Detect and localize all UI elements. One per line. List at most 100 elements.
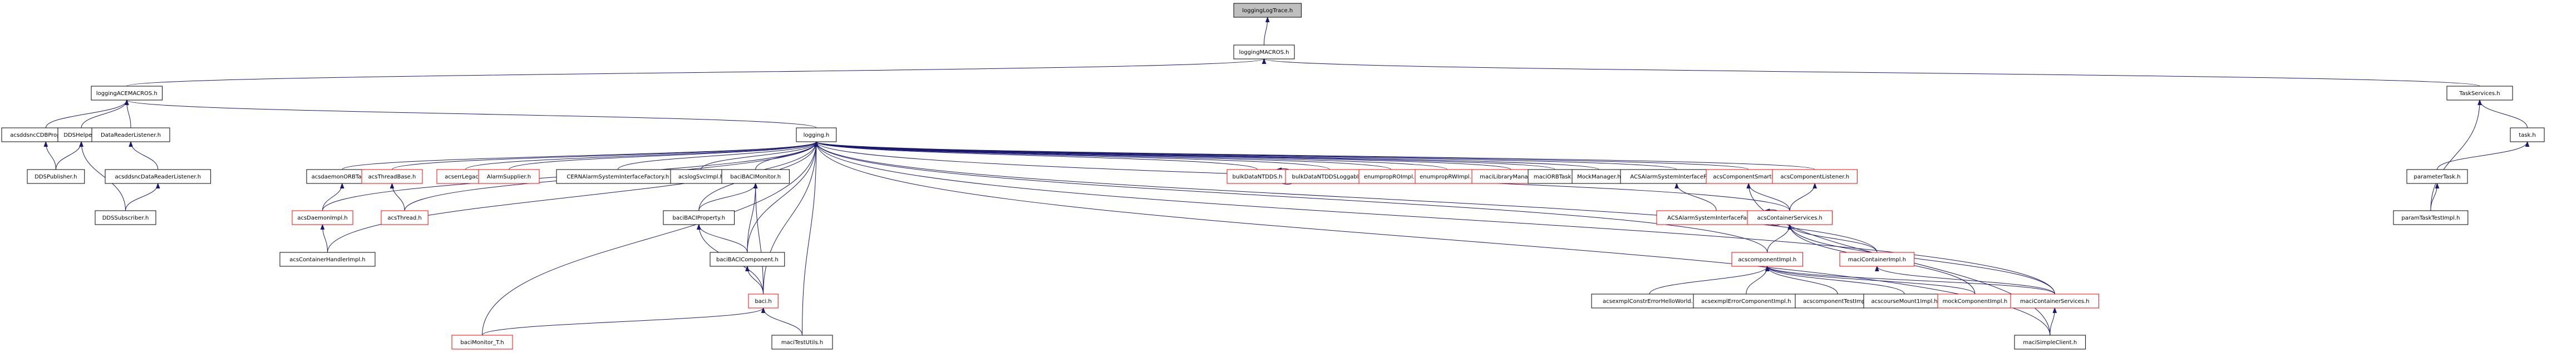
arrowhead-icon <box>155 182 160 188</box>
edge-logging-acemacros-to-logging-macros <box>126 58 1267 87</box>
arrowhead-icon <box>320 223 325 230</box>
node-label: DDSHelper.h <box>63 132 98 138</box>
node-box <box>2446 86 2513 101</box>
node-label: acscomponentTestImpl.h <box>1803 299 1872 305</box>
node-label: maciContainerServices.h <box>2020 299 2090 305</box>
node-acslog-svc-impl[interactable]: acslogSvcImpl.h <box>670 169 732 184</box>
edge-baci-to-baci-baci-monitor <box>753 182 764 295</box>
edge-line <box>816 141 1555 170</box>
node-label: acsddsncCDBProperties.h <box>10 132 81 138</box>
edge-maci-library-manager-to-logging <box>814 141 1511 170</box>
edge-line <box>1767 266 1905 295</box>
node-label: acsContainerHandlerImpl.h <box>289 257 365 263</box>
node-cern-alarm-system-interface-factory[interactable]: CERNAlarmSystemInterfaceFactory.h <box>556 169 680 184</box>
node-data-reader-listener[interactable]: DataReaderListener.h <box>91 127 170 142</box>
node-task-services[interactable]: TaskServices.h <box>2446 86 2513 101</box>
node-label: logging.h <box>804 132 830 138</box>
node-maci-container-services[interactable]: maciContainerServices.h <box>2010 294 2100 309</box>
node-box <box>2010 294 2100 309</box>
node-bulk-data-ntdds[interactable]: bulkDataNTDDS.h <box>1227 169 1288 184</box>
node-mock-manager[interactable]: MockManager.h <box>1572 169 1627 184</box>
edge-line <box>755 141 817 170</box>
node-acs-thread-base[interactable]: acsThreadBase.h <box>361 169 423 184</box>
edge-line <box>698 183 756 211</box>
node-box <box>1358 169 1424 184</box>
node-alarm-supplier[interactable]: AlarmSupplier.h <box>478 169 540 184</box>
node-label: acsexmplErrorComponentImpl.h <box>1701 299 1791 305</box>
edge-line <box>1767 224 1790 253</box>
node-enumprop-rw-impl[interactable]: enumpropRWImpl.h <box>1415 169 1480 184</box>
node-box <box>748 294 779 309</box>
node-logging-macros[interactable]: loggingMACROS.h <box>1233 44 1295 59</box>
node-task[interactable]: task.h <box>2510 127 2545 142</box>
edge-line <box>392 141 817 170</box>
node-mock-component-impl[interactable]: mockComponentImpl.h <box>1937 294 2013 309</box>
node-dds-publisher[interactable]: DDSPublisher.h <box>27 169 85 184</box>
node-label: acserrLegacy.h <box>445 174 486 180</box>
node-box <box>556 169 680 184</box>
edge-line <box>327 141 817 253</box>
edge-line <box>747 141 817 253</box>
node-acs-thread[interactable]: acsThread.h <box>381 210 428 225</box>
node-acsexmpl-constr-error-hello-world[interactable]: acsexmplConstrErrorHelloWorld.h <box>1591 294 1708 309</box>
arrowhead-icon <box>124 99 129 105</box>
edge-line <box>1789 224 1878 253</box>
node-box <box>381 210 428 225</box>
node-acs-daemon-impl[interactable]: acsDaemonImpl.h <box>292 210 353 225</box>
edge-line <box>763 307 802 336</box>
node-box <box>771 335 833 350</box>
node-logging[interactable]: logging.h <box>796 127 837 142</box>
edge-baci-baci-component-to-logging <box>747 141 819 253</box>
node-param-task-test-impl[interactable]: paramTaskTestImpl.h <box>2393 210 2469 225</box>
node-maci-container-impl[interactable]: maciContainerImpl.h <box>1839 252 1915 267</box>
node-acs-container-handler-impl[interactable]: acsContainerHandlerImpl.h <box>279 252 376 267</box>
node-label: acsdaemonORBTask.h <box>312 174 373 180</box>
edge-line <box>465 141 817 170</box>
edge-line <box>816 141 1258 170</box>
node-label: maciLibraryManager.h <box>1480 174 1542 180</box>
node-box <box>721 169 790 184</box>
node-baci-monitor-t[interactable]: baciMonitor_T.h <box>451 335 513 350</box>
node-box <box>1415 169 1480 184</box>
node-label: AlarmSupplier.h <box>487 174 531 180</box>
node-box <box>292 210 353 225</box>
arrowhead-icon <box>390 182 395 188</box>
node-box <box>1863 294 1945 309</box>
node-acs-container-services[interactable]: acsContainerServices.h <box>1747 210 1833 225</box>
node-label: DDSSubscriber.h <box>102 215 149 221</box>
node-baci-baci-component[interactable]: baciBACIComponent.h <box>710 252 785 267</box>
arrowhead-icon <box>43 141 48 147</box>
edge-line <box>2437 141 2528 170</box>
node-baci-baci-monitor[interactable]: baciBACIMonitor.h <box>721 169 790 184</box>
edge-acs-container-services-to-acs-component-smart-ptr <box>1746 182 1790 211</box>
node-acscomponent-impl[interactable]: acscomponentImpl.h <box>1731 252 1804 267</box>
arrowhead-icon <box>2525 141 2530 147</box>
node-acsddsnc-data-reader-listener[interactable]: acsddsncDataReaderListener.h <box>105 169 211 184</box>
node-label: acscomponentImpl.h <box>1738 257 1796 263</box>
edge-line <box>816 141 1815 170</box>
node-label: maciTestUtils.h <box>781 340 823 346</box>
node-baci[interactable]: baci.h <box>748 294 779 309</box>
node-baci-baci-property[interactable]: baciBACIProperty.h <box>663 210 735 225</box>
node-label: ACSAlarmSystemInterfaceFactory.h <box>1667 215 1765 221</box>
node-acs-component-listener[interactable]: acsComponentListener.h <box>1772 169 1858 184</box>
node-acscourse-mount1-impl[interactable]: acscourseMount1Impl.h <box>1863 294 1945 309</box>
node-box <box>1227 169 1288 184</box>
edge-maci-orb-task-to-logging <box>814 141 1555 170</box>
node-maci-simple-client[interactable]: maciSimpleClient.h <box>2014 335 2086 350</box>
node-logging-acemacros[interactable]: loggingACEMACROS.h <box>91 86 163 101</box>
node-label: mockComponentImpl.h <box>1943 299 2008 305</box>
node-acsexmpl-error-component-impl[interactable]: acsexmplErrorComponentImpl.h <box>1693 294 1800 309</box>
node-label: paramTaskTestImpl.h <box>2401 215 2460 221</box>
edge-dds-helper-to-logging-acemacros <box>81 99 129 128</box>
edge-acs-component-listener-to-logging <box>814 141 1815 170</box>
node-dds-subscriber[interactable]: DDSSubscriber.h <box>95 210 156 225</box>
edge-acsddsnc-cdb-properties-to-logging-acemacros <box>45 99 129 128</box>
node-parameter-task[interactable]: parameterTask.h <box>2406 169 2468 184</box>
edge-line <box>816 141 1330 170</box>
edge-acs-alarm-system-interface-proxy-to-logging <box>814 141 1677 170</box>
node-label: acsexmplConstrErrorHelloWorld.h <box>1603 299 1696 305</box>
node-enumprop-ro-impl[interactable]: enumpropROImpl.h <box>1358 169 1424 184</box>
edge-dds-publisher-to-acsddsnc-cdb-properties <box>43 141 56 170</box>
node-maci-test-utils[interactable]: maciTestUtils.h <box>771 335 833 350</box>
